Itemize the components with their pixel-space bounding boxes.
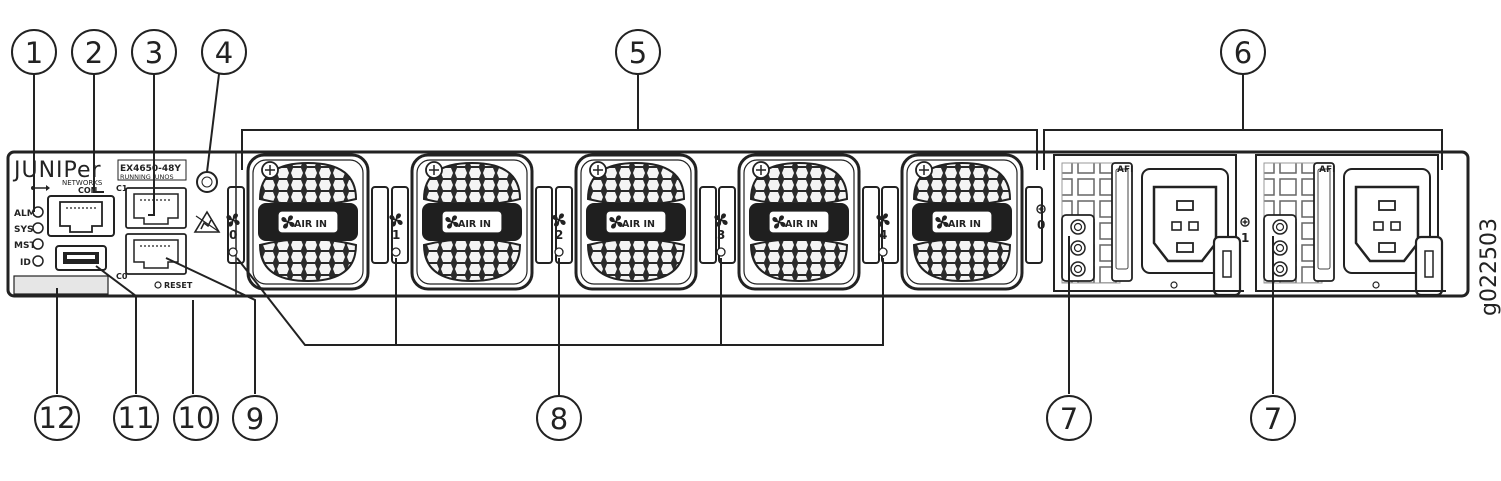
fan-module-3: AIR IN	[719, 155, 879, 289]
callout-5: 5	[615, 29, 661, 75]
console-port: CON	[47, 186, 115, 237]
management-ports: C1 C0	[116, 184, 187, 281]
label-pull-tab	[13, 275, 109, 295]
svg-text:4: 4	[215, 36, 233, 70]
svg-text:2: 2	[555, 228, 563, 242]
reset-button: RESET	[154, 281, 193, 290]
fan-led-bracket	[236, 257, 884, 395]
callout-6: 6	[1220, 29, 1266, 75]
svg-text:0: 0	[1037, 218, 1045, 232]
svg-text:12: 12	[39, 401, 76, 435]
fan-led-0	[228, 247, 238, 257]
svg-text:6: 6	[1234, 36, 1252, 70]
usb-port	[55, 245, 107, 271]
svg-text:AIR IN: AIR IN	[294, 219, 327, 230]
callout-7-psu-0: 7	[1046, 395, 1092, 441]
svg-text:EX4650-48Y: EX4650-48Y	[120, 164, 181, 174]
svg-text:3: 3	[717, 228, 725, 242]
fan-led-4	[878, 247, 888, 257]
svg-text:1: 1	[25, 36, 43, 70]
callout-1: 1	[11, 29, 57, 75]
svg-text:9: 9	[246, 402, 264, 436]
callout-9: 9	[232, 395, 278, 441]
esd-warning-icon	[193, 210, 221, 233]
leader-lines	[33, 73, 1274, 394]
svg-text:C1: C1	[116, 184, 128, 193]
svg-text:AIR IN: AIR IN	[785, 219, 818, 230]
fan-module-1: AIR IN	[392, 155, 552, 289]
callout-12: 12	[34, 395, 80, 441]
svg-text:AIR IN: AIR IN	[458, 219, 491, 230]
fan-module-0: AIR IN	[228, 155, 388, 289]
svg-text:RESET: RESET	[164, 281, 193, 290]
psu-slot-markers: 0 1	[1036, 204, 1250, 245]
svg-text:AIR IN: AIR IN	[622, 219, 655, 230]
svg-text:8: 8	[550, 402, 568, 436]
svg-text:JUNIPer: JUNIPer	[12, 158, 102, 183]
callout-4: 4	[201, 29, 247, 75]
fan-bracket	[241, 74, 1038, 170]
psu-bracket	[1043, 74, 1443, 170]
model-label: EX4650-48Y RUNNING JUNOS	[117, 159, 187, 181]
svg-text:AIR IN: AIR IN	[948, 219, 981, 230]
svg-text:7: 7	[1060, 402, 1078, 436]
svg-text:NETWORKS: NETWORKS	[62, 179, 103, 187]
svg-text:AFI: AFI	[1319, 165, 1335, 175]
callout-11: 11	[113, 395, 159, 441]
status-leds: ALM SYS MST ID	[14, 206, 44, 268]
esd-point	[196, 171, 218, 193]
brand-logo: JUNIPer NETWORKS	[12, 158, 103, 187]
callout-7-psu-1: 7	[1250, 395, 1296, 441]
led-mst	[32, 238, 44, 250]
led-label-id: ID	[20, 258, 31, 268]
svg-text:11: 11	[118, 401, 155, 435]
figure-id: g022503	[1477, 218, 1501, 316]
svg-text:5: 5	[629, 36, 647, 70]
svg-text:0: 0	[229, 228, 237, 242]
fan-led-3	[716, 247, 726, 257]
svg-text:AFI: AFI	[1117, 165, 1133, 175]
fan-led-2	[554, 247, 564, 257]
svg-text:10: 10	[178, 401, 215, 435]
fan-led-1	[391, 247, 401, 257]
led-label-sys: SYS	[14, 225, 33, 235]
svg-text:1: 1	[392, 228, 400, 242]
callout-8: 8	[536, 395, 582, 441]
fan-module-4: AIR IN	[882, 155, 1042, 289]
svg-text:7: 7	[1264, 402, 1282, 436]
fan-slot-markers: 0 1 2 3 4	[226, 213, 890, 257]
power-supply-0: AFI	[1052, 153, 1246, 297]
svg-text:1: 1	[1241, 231, 1249, 245]
svg-text:RUNNING JUNOS: RUNNING JUNOS	[120, 173, 174, 181]
callout-3: 3	[131, 29, 177, 75]
power-supply-1: AFI	[1254, 153, 1448, 297]
svg-text:4: 4	[879, 228, 887, 242]
led-sys	[32, 222, 44, 234]
svg-text:CON: CON	[78, 186, 97, 195]
led-label-alm: ALM	[14, 209, 36, 219]
fan-module-2: AIR IN	[556, 155, 716, 289]
svg-text:C0: C0	[116, 272, 128, 281]
svg-text:3: 3	[145, 36, 163, 70]
led-label-mst: MST	[14, 241, 36, 251]
led-id	[32, 255, 44, 267]
callout-10: 10	[173, 395, 219, 441]
callout-2: 2	[71, 29, 117, 75]
svg-text:2: 2	[85, 36, 103, 70]
